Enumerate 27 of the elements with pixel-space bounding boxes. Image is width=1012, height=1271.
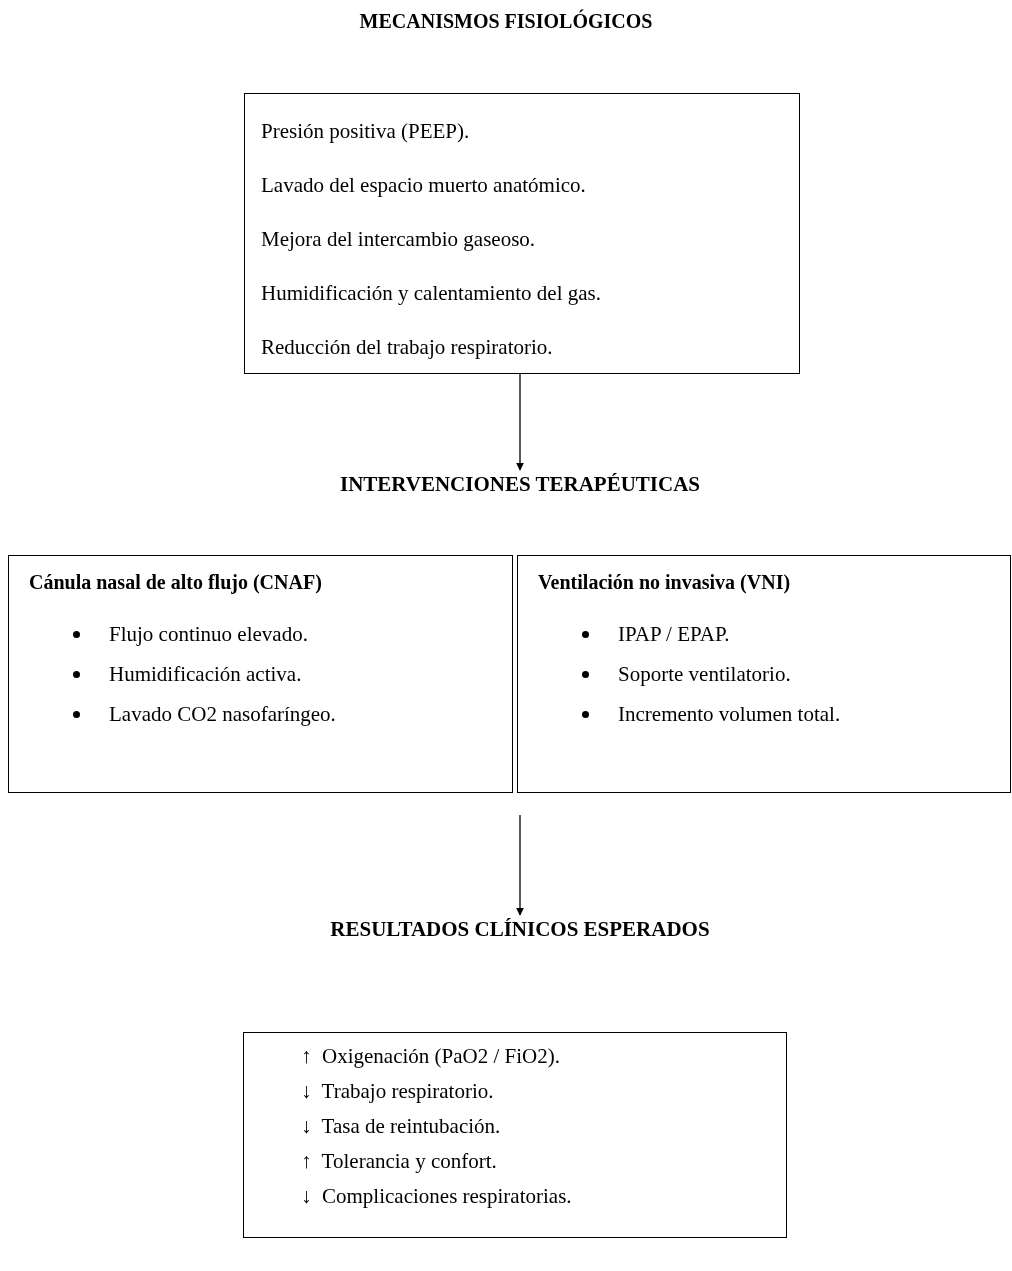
section-heading: RESULTADOS CLÍNICOS ESPERADOS xyxy=(220,917,820,951)
diagram-title: MECANISMOS FISIOLÓGICOS xyxy=(358,10,654,33)
box-heading: Cánula nasal de alto flujo (CNAF) xyxy=(29,570,323,596)
list-item: Presión positiva (PEEP). xyxy=(261,118,471,145)
list-item: ↓ Trabajo respiratorio. xyxy=(301,1078,495,1105)
list-item: Humidificación y calentamiento del gas. xyxy=(261,280,602,307)
arrow xyxy=(516,814,524,916)
bullet-item: Incremento volumen total. xyxy=(538,694,990,734)
box-heading: Ventilación no invasiva (VNI) xyxy=(538,570,792,596)
list-item: Reducción del trabajo respiratorio. xyxy=(261,334,554,361)
bullet-item: Flujo continuo elevado. xyxy=(29,614,492,654)
mechanism-box xyxy=(244,93,800,374)
list-item: ↓ Complicaciones respiratorias. xyxy=(301,1183,573,1210)
list-item: Mejora del intercambio gaseoso. xyxy=(261,226,537,253)
intervention-box xyxy=(517,555,1011,793)
list-item: Lavado del espacio muerto anatómico. xyxy=(261,172,587,199)
bullet-item: Lavado CO2 nasofaríngeo. xyxy=(29,694,492,734)
list-item: ↓ Tasa de reintubación. xyxy=(301,1113,502,1140)
result-box xyxy=(243,1032,787,1238)
section-heading: INTERVENCIONES TERAPÉUTICAS xyxy=(240,472,800,506)
bullet-item: Soporte ventilatorio. xyxy=(538,654,990,694)
list-item: ↑ Tolerancia y confort. xyxy=(301,1148,498,1175)
arrow xyxy=(516,373,524,471)
list-item: ↑ Oxigenación (PaO2 / FiO2). xyxy=(301,1043,561,1070)
intervention-box xyxy=(8,555,513,793)
bullet-item: Humidificación activa. xyxy=(29,654,492,694)
bullet-item: IPAP / EPAP. xyxy=(538,614,990,654)
